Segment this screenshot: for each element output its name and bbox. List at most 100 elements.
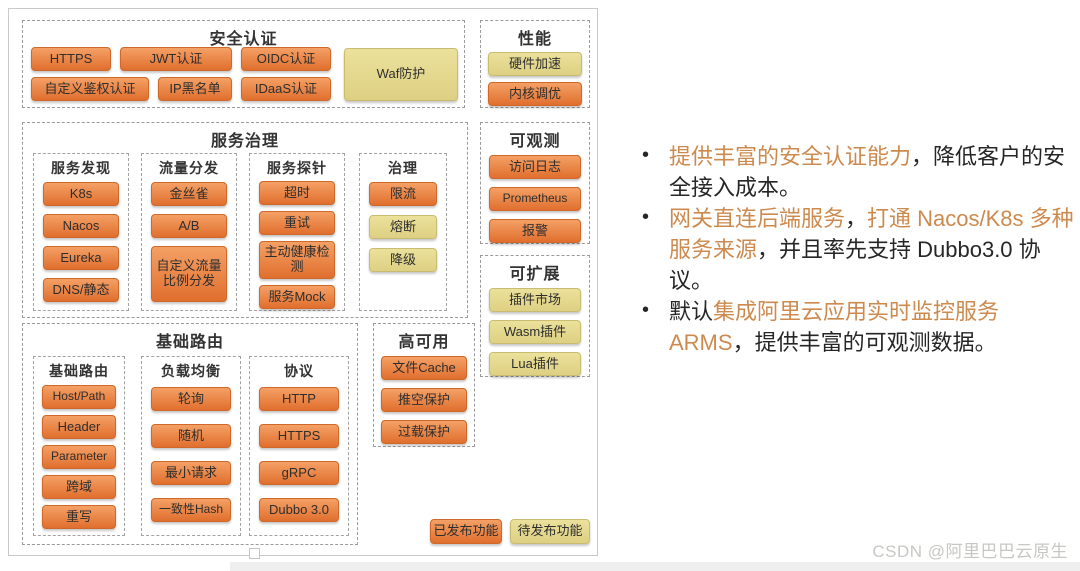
section-security-body: HTTPS JWT认证 OIDC认证 自定义鉴权认证 IP黑名单 IDaaS认证…: [31, 47, 458, 105]
subsection-title: 流量分发: [159, 160, 219, 176]
feature-chip-access-log: 访问日志: [489, 155, 581, 179]
feature-chip-service-mock: 服务Mock: [259, 285, 335, 309]
feature-chip-hw-accel: 硬件加速: [488, 52, 582, 76]
feature-chip-k8s: K8s: [43, 182, 119, 206]
feature-chip-degrade: 降级: [369, 248, 437, 272]
section-title: 基础路由: [155, 334, 224, 351]
section-governance: 服务治理 服务发现 K8s Nacos Eureka DNS/静态 流量分发 金…: [22, 122, 468, 318]
section-title: 性能: [517, 31, 552, 48]
feature-chip-oidc: OIDC认证: [241, 47, 331, 71]
image-resize-handle: [249, 548, 260, 559]
bullet-text: 网关直连后端服务，打通 Nacos/K8s 多种服务来源，并且率先支持 Dubb…: [669, 206, 1074, 293]
subsection-title: 负载均衡: [161, 363, 221, 379]
feature-chip-https-protocol: HTTPS: [259, 424, 339, 448]
feature-chip-kernel-tuning: 内核调优: [488, 82, 582, 106]
bullet-icon: •: [642, 206, 650, 228]
feature-chip-retry: 重试: [259, 211, 335, 235]
feature-chip-custom-auth: 自定义鉴权认证: [31, 77, 149, 101]
observability-items: 访问日志 Prometheus 报警: [481, 155, 589, 243]
performance-items: 硬件加速 内核调优: [481, 52, 589, 106]
section-title: 可观测: [509, 133, 561, 150]
section-title: 服务治理: [210, 133, 279, 150]
feature-chip-plugin-market: 插件市场: [489, 288, 581, 312]
discovery-items: K8s Nacos Eureka DNS/静态: [34, 182, 128, 302]
feature-chip-nacos: Nacos: [43, 214, 119, 238]
feature-chip-prometheus: Prometheus: [489, 187, 581, 211]
subsection-service-discovery: 服务发现 K8s Nacos Eureka DNS/静态: [33, 153, 129, 311]
feature-chip-consistent-hash: 一致性Hash: [151, 498, 231, 522]
protocol-items: HTTP HTTPS gRPC Dubbo 3.0: [250, 387, 348, 522]
bullet-icon: •: [642, 299, 650, 321]
security-row-1: HTTPS JWT认证 OIDC认证: [31, 47, 331, 71]
security-row-2: 自定义鉴权认证 IP黑名单 IDaaS认证: [31, 77, 331, 101]
control-items: 限流 熔断 降级: [360, 182, 446, 272]
feature-chip-lua-plugin: Lua插件: [489, 352, 581, 376]
feature-chip-waf: Waf防护: [344, 48, 458, 101]
probe-items: 超时 重试 主动健康检测 服务Mock: [250, 181, 344, 309]
subsection-traffic-split: 流量分发 金丝雀 A/B 自定义流量比例分发: [141, 153, 237, 311]
section-security: 安全认证 HTTPS JWT认证 OIDC认证 自定义鉴权认证 IP黑名单 ID…: [22, 20, 465, 108]
feature-chip-dubbo: Dubbo 3.0: [259, 498, 339, 522]
extensibility-items: 插件市场 Wasm插件 Lua插件: [481, 288, 589, 376]
feature-chip-alert: 报警: [489, 219, 581, 243]
feature-chip-parameter: Parameter: [42, 445, 116, 469]
feature-chip-overload-protect: 过载保护: [381, 420, 467, 444]
subsection-control: 治理 限流 熔断 降级: [359, 153, 447, 311]
section-title: 可扩展: [509, 266, 561, 283]
section-title: 高可用: [398, 334, 450, 351]
feature-chip-rewrite: 重写: [42, 505, 116, 529]
load-balancing-items: 轮询 随机 最小请求 一致性Hash: [142, 387, 240, 522]
subsection-protocol: 协议 HTTP HTTPS gRPC Dubbo 3.0: [249, 356, 349, 536]
legend-released-chip: 已发布功能: [430, 519, 502, 544]
feature-chip-rate-limit: 限流: [369, 182, 437, 206]
bullet-text: 默认集成阿里云应用实时监控服务 ARMS，提供丰富的可观测数据。: [669, 299, 1000, 355]
feature-chip-file-cache: 文件Cache: [381, 356, 467, 380]
subsection-title: 基础路由: [49, 363, 109, 379]
bullet-item-arms: • 默认集成阿里云应用实时监控服务 ARMS，提供丰富的可观测数据。: [636, 296, 1078, 358]
feature-chip-cors: 跨域: [42, 475, 116, 499]
subsection-title: 服务发现: [51, 160, 111, 176]
feature-chip-least-request: 最小请求: [151, 461, 231, 485]
subsection-title: 协议: [284, 363, 314, 379]
feature-chip-random: 随机: [151, 424, 231, 448]
watermark: CSDN @阿里巴巴云原生: [872, 542, 1068, 561]
feature-chip-http: HTTP: [259, 387, 339, 411]
feature-chip-grpc: gRPC: [259, 461, 339, 485]
feature-chip-circuit-break: 熔断: [369, 215, 437, 239]
subsection-basic-routing: 基础路由 Host/Path Header Parameter 跨域 重写: [33, 356, 125, 536]
traffic-items: 金丝雀 A/B 自定义流量比例分发: [142, 182, 236, 302]
feature-chip-health-check: 主动健康检测: [259, 241, 335, 279]
feature-chip-empty-push-protect: 推空保护: [381, 388, 467, 412]
feature-chip-host-path: Host/Path: [42, 385, 116, 409]
feature-chip-https: HTTPS: [31, 47, 111, 71]
basic-routing-items: Host/Path Header Parameter 跨域 重写: [34, 385, 124, 529]
feature-chip-timeout: 超时: [259, 181, 335, 205]
feature-chip-idaas: IDaaS认证: [241, 77, 331, 101]
subsection-title: 服务探针: [267, 160, 327, 176]
bullet-icon: •: [642, 144, 650, 166]
feature-chip-dns-static: DNS/静态: [43, 278, 119, 302]
page-edge: [230, 562, 1080, 571]
feature-chip-jwt: JWT认证: [120, 47, 232, 71]
section-high-availability: 高可用 文件Cache 推空保护 过载保护: [373, 323, 475, 447]
section-routing: 基础路由 基础路由 Host/Path Header Parameter 跨域 …: [22, 323, 358, 545]
feature-chip-round-robin: 轮询: [151, 387, 231, 411]
bullet-item-security: • 提供丰富的安全认证能力，降低客户的安全接入成本。: [636, 141, 1078, 203]
subsection-load-balancing: 负载均衡 轮询 随机 最小请求 一致性Hash: [141, 356, 241, 536]
feature-chip-eureka: Eureka: [43, 246, 119, 270]
legend-pending-chip: 待发布功能: [510, 519, 590, 544]
feature-chip-header: Header: [42, 415, 116, 439]
legend: 已发布功能 待发布功能: [430, 519, 590, 544]
section-title: 安全认证: [209, 31, 278, 48]
subsection-title: 治理: [388, 160, 418, 176]
ha-items: 文件Cache 推空保护 过载保护: [374, 356, 474, 444]
section-extensibility: 可扩展 插件市场 Wasm插件 Lua插件: [480, 255, 590, 377]
notes-list: • 提供丰富的安全认证能力，降低客户的安全接入成本。 • 网关直连后端服务，打通…: [636, 141, 1078, 358]
bullet-item-backend: • 网关直连后端服务，打通 Nacos/K8s 多种服务来源，并且率先支持 Du…: [636, 203, 1078, 296]
section-performance: 性能 硬件加速 内核调优: [480, 20, 590, 108]
feature-chip-custom-traffic-ratio: 自定义流量比例分发: [151, 246, 227, 302]
feature-chip-wasm-plugin: Wasm插件: [489, 320, 581, 344]
subsection-service-probe: 服务探针 超时 重试 主动健康检测 服务Mock: [249, 153, 345, 311]
feature-chip-ab: A/B: [151, 214, 227, 238]
